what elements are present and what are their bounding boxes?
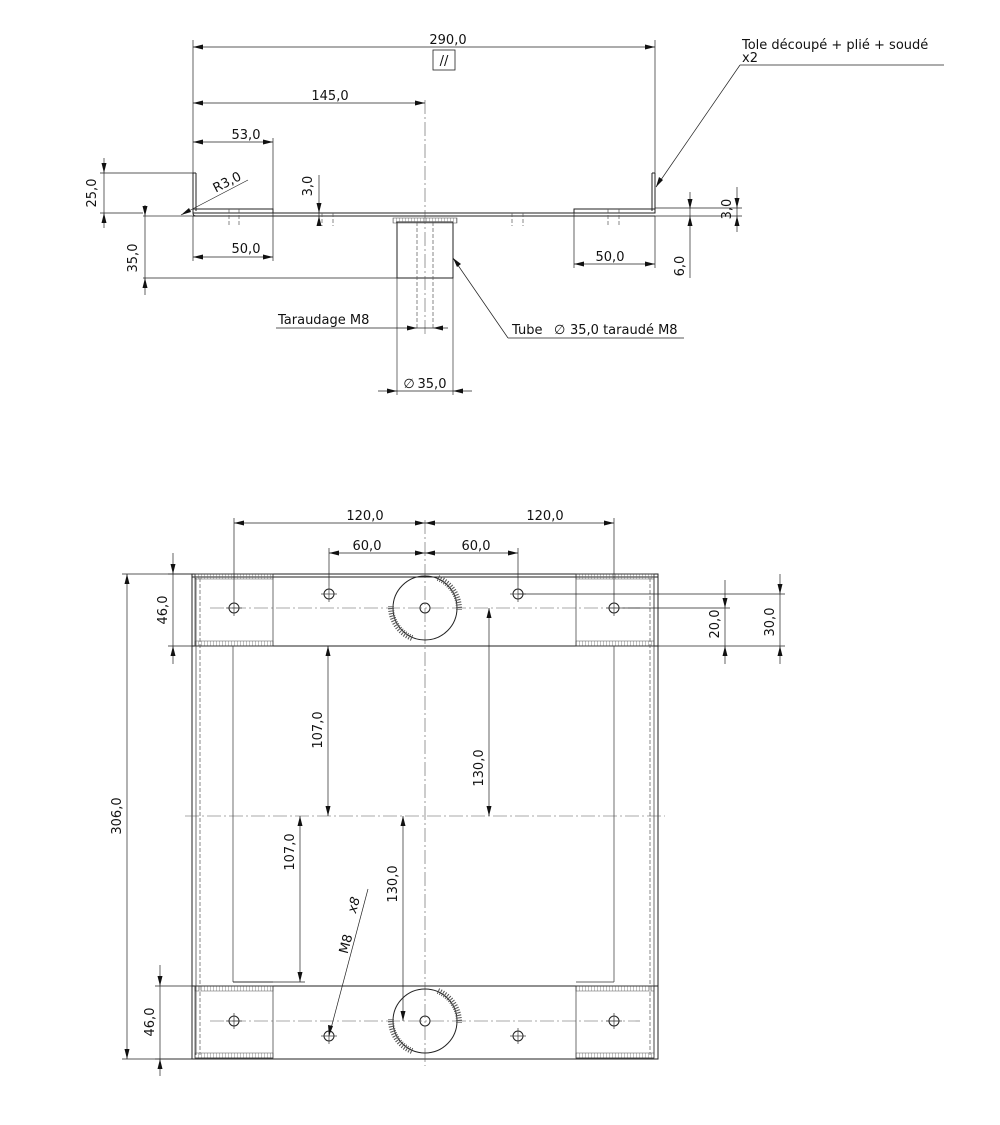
threaded-tube bbox=[392, 100, 458, 395]
dim-20-label: 20,0 bbox=[708, 610, 723, 639]
dim-35-diameter-label: 35,0 bbox=[418, 377, 447, 392]
thread-qty-label: x8 bbox=[345, 895, 364, 915]
dim-60-right-label: 60,0 bbox=[462, 539, 491, 554]
mounting-holes bbox=[226, 586, 622, 1044]
dim-thickness-left: 3,0 bbox=[301, 175, 322, 226]
dim-50-right-label: 50,0 bbox=[596, 250, 625, 265]
dim-inner-hole-spacing: 60,0 60,0 bbox=[328, 539, 519, 586]
dim-inner-gap-top: 107,0 bbox=[273, 645, 335, 816]
dim-290-label: 290,0 bbox=[429, 33, 466, 48]
dim-center-hole-bottom: 130,0 bbox=[386, 816, 406, 1021]
thread-callout-label: Taraudage M8 bbox=[277, 313, 369, 328]
dim-306-label: 306,0 bbox=[110, 797, 125, 834]
dim-pad-height: 6,0 bbox=[673, 192, 693, 278]
parallelism-symbol: // bbox=[440, 54, 449, 69]
parallelism-frame bbox=[432, 49, 456, 71]
dim-120-right-label: 120,0 bbox=[526, 509, 563, 524]
dim-25-label: 25,0 bbox=[85, 179, 100, 208]
dim-3-right-label: 3,0 bbox=[720, 199, 735, 220]
dim-145-label: 145,0 bbox=[311, 89, 348, 104]
dim-r3-label: R3,0 bbox=[211, 169, 244, 196]
dim-pad-left: 50,0 bbox=[192, 213, 274, 261]
dim-half-length: 145,0 bbox=[193, 89, 425, 106]
hole bbox=[606, 1013, 622, 1029]
hole bbox=[606, 600, 622, 616]
base-plate-profile bbox=[143, 172, 656, 226]
dim-bend-radius: R3,0 bbox=[180, 169, 249, 216]
dim-130-bottom-label: 130,0 bbox=[386, 865, 401, 902]
hole bbox=[321, 586, 337, 602]
dim-6-label: 6,0 bbox=[673, 256, 688, 277]
top-view: 120,0 120,0 60,0 60,0 46,0 bbox=[110, 509, 785, 1076]
dim-rail-width-top: 46,0 bbox=[156, 553, 192, 664]
hole bbox=[226, 600, 242, 616]
dim-center-hole-top: 130,0 bbox=[472, 608, 492, 816]
hole bbox=[510, 1028, 526, 1044]
dim-overall-depth: 306,0 bbox=[110, 573, 192, 1060]
dim-46-bottom-label: 46,0 bbox=[143, 1008, 158, 1037]
thread-leader: M8 x8 bbox=[328, 888, 369, 1037]
dim-overall-length: 290,0 // bbox=[192, 33, 656, 173]
part-note-line1: Tole découpé + plié + soudé bbox=[741, 38, 928, 53]
dim-46-top-label: 46,0 bbox=[156, 596, 171, 625]
dim-107-bottom-label: 107,0 bbox=[283, 833, 298, 870]
thread-note-label: M8 bbox=[337, 933, 357, 956]
dim-hole-offsets: 20,0 30,0 bbox=[518, 574, 785, 664]
dim-130-top-label: 130,0 bbox=[472, 749, 487, 786]
dim-3-left-label: 3,0 bbox=[301, 176, 316, 197]
diameter-symbol-2: ∅ bbox=[554, 323, 565, 338]
tube-top-upper bbox=[387, 575, 463, 641]
dim-inner-gap-bottom: 107,0 bbox=[233, 816, 305, 983]
part-note-line2: x2 bbox=[742, 51, 758, 66]
hole bbox=[226, 1013, 242, 1029]
dim-hole-spacing: 120,0 120,0 bbox=[233, 509, 615, 600]
tube-callout-spec: 35,0 taraudé M8 bbox=[570, 323, 678, 338]
dim-53-label: 53,0 bbox=[232, 128, 261, 143]
dim-30-label: 30,0 bbox=[763, 608, 778, 637]
diameter-symbol-1: ∅ bbox=[403, 377, 414, 392]
dim-35-label: 35,0 bbox=[126, 244, 141, 273]
dim-50-left-label: 50,0 bbox=[232, 242, 261, 257]
tube-top-lower bbox=[387, 988, 463, 1054]
dim-flange-width: 53,0 bbox=[193, 128, 274, 209]
dim-pad-right: 50,0 bbox=[573, 213, 656, 268]
dim-60-left-label: 60,0 bbox=[353, 539, 382, 554]
dim-107-top-label: 107,0 bbox=[311, 711, 326, 748]
part-note: Tole découpé + plié + soudé x2 bbox=[655, 38, 944, 188]
dim-tube-diameter: ∅ 35,0 bbox=[378, 377, 472, 394]
dim-tube-height: 35,0 bbox=[126, 205, 397, 295]
dim-flange-height: 25,0 bbox=[85, 158, 193, 228]
dim-120-left-label: 120,0 bbox=[346, 509, 383, 524]
dim-thickness-right: 3,0 bbox=[655, 187, 742, 232]
front-view: 290,0 // 145,0 53,0 R3,0 bbox=[85, 33, 944, 395]
tube-callout: Tube ∅ 35,0 taraudé M8 bbox=[452, 257, 684, 339]
thread-callout: Taraudage M8 bbox=[276, 313, 448, 331]
tube-callout-label: Tube bbox=[511, 323, 542, 338]
